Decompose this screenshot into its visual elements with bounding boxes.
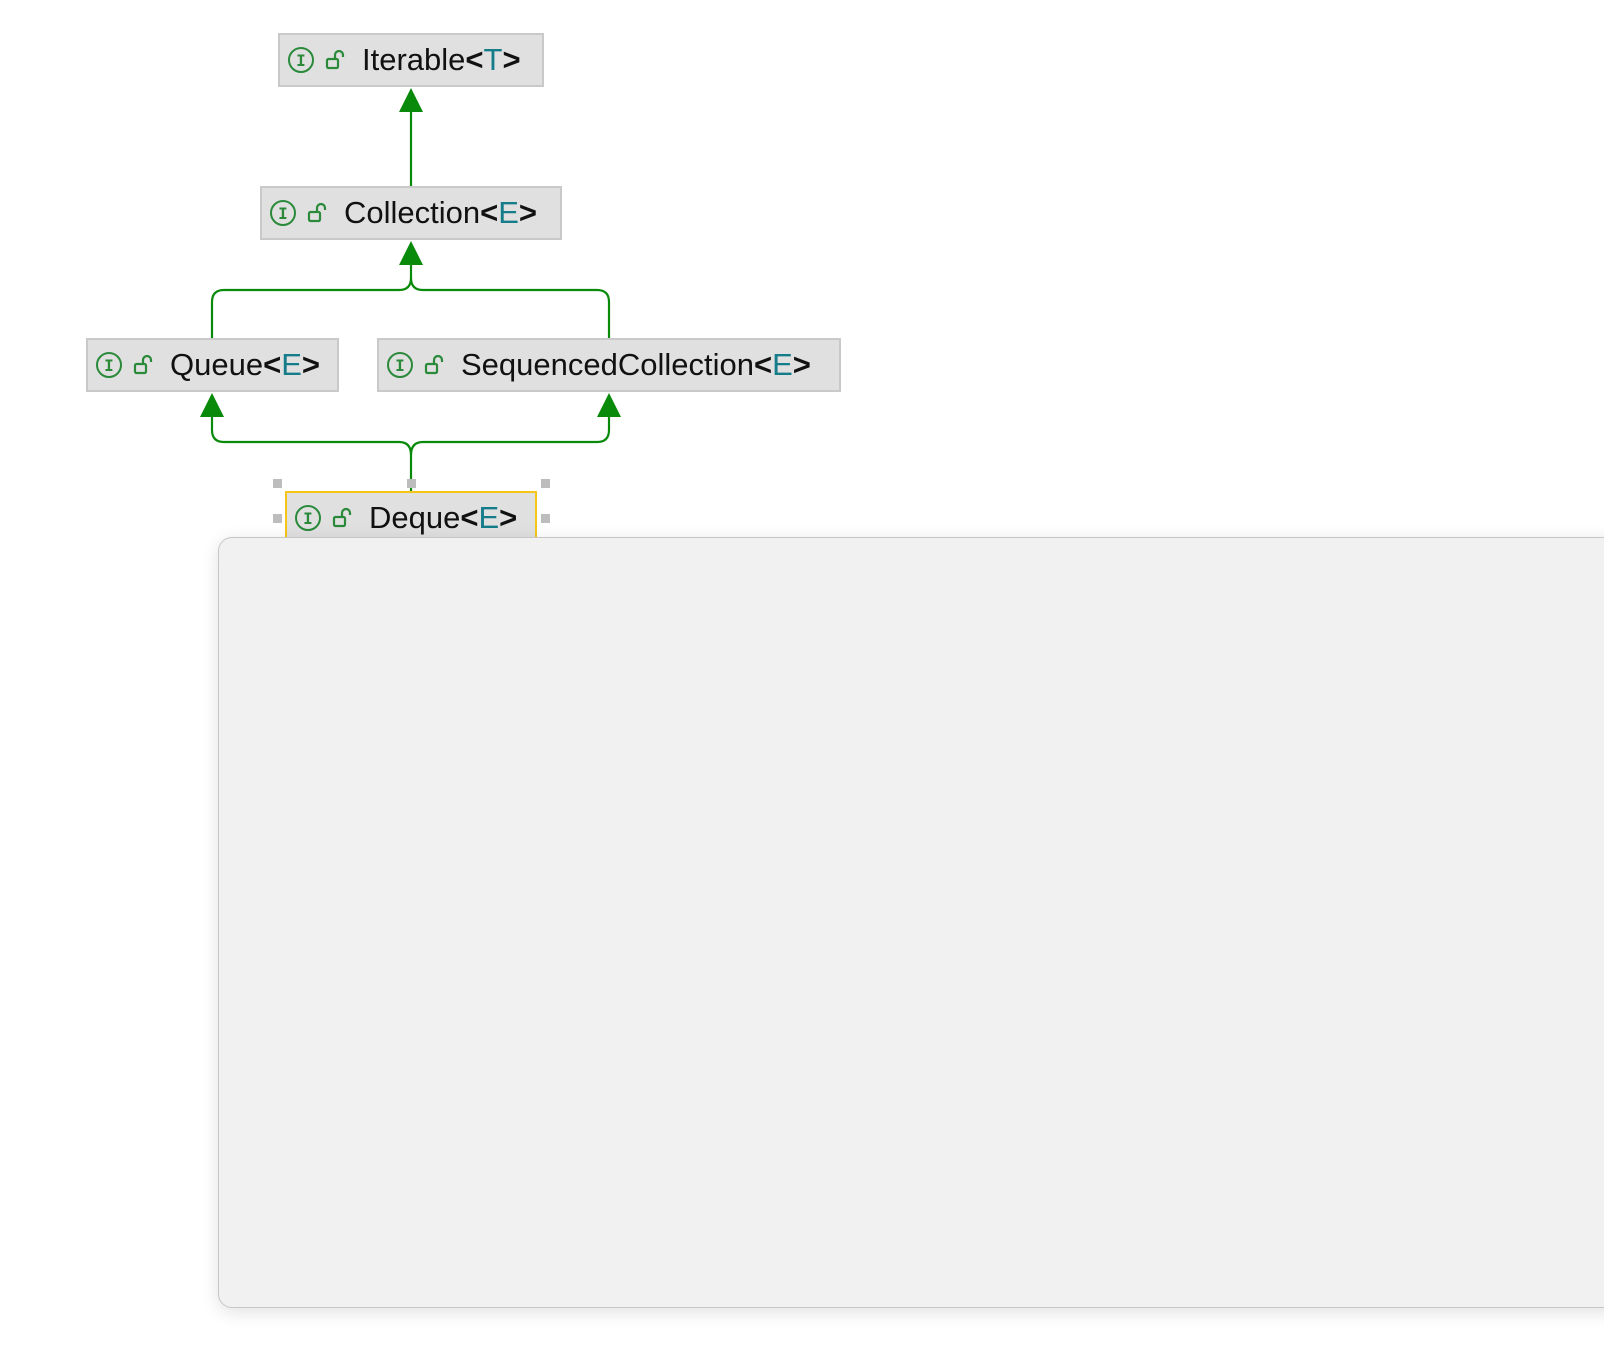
resize-handle[interactable] [273,479,282,488]
class-node-queue[interactable]: I Queue<E> [86,338,339,392]
arrowhead-sequenced [597,393,621,417]
interface-icon: I [96,352,122,378]
edge-queue-collection [210,262,413,338]
class-node-collection[interactable]: I Collection<E> [260,186,562,240]
interface-icon: I [387,352,413,378]
interface-icon: I [270,200,296,226]
edge-deque-queue [210,414,413,491]
class-node-sequenced[interactable]: I SequencedCollection<E> [377,338,841,392]
class-name: SequencedCollection<E> [461,347,811,382]
resize-handle[interactable] [541,514,550,523]
class-name: Deque<E> [369,500,518,535]
class-name: Iterable<T> [362,42,521,77]
resize-handle[interactable] [407,479,416,488]
arrowhead-iterable [399,88,423,112]
class-node-iterable[interactable]: I Iterable<T> [278,33,544,87]
class-name: Collection<E> [344,195,538,230]
arrowhead-queue [200,393,224,417]
edge-sequenced-collection [409,277,611,338]
resize-handle[interactable] [541,479,550,488]
public-lock-icon [332,507,352,528]
interface-icon: I [295,505,321,531]
arrowhead-collection [399,241,423,265]
resize-handle[interactable] [273,514,282,523]
edge-deque-sequenced [409,414,611,456]
public-lock-icon [424,354,444,375]
class-name: Queue<E> [170,347,320,382]
public-lock-icon [307,202,327,223]
public-lock-icon [325,49,345,70]
public-lock-icon [133,354,153,375]
popup-panel [218,537,1604,1308]
interface-icon: I [288,47,314,73]
